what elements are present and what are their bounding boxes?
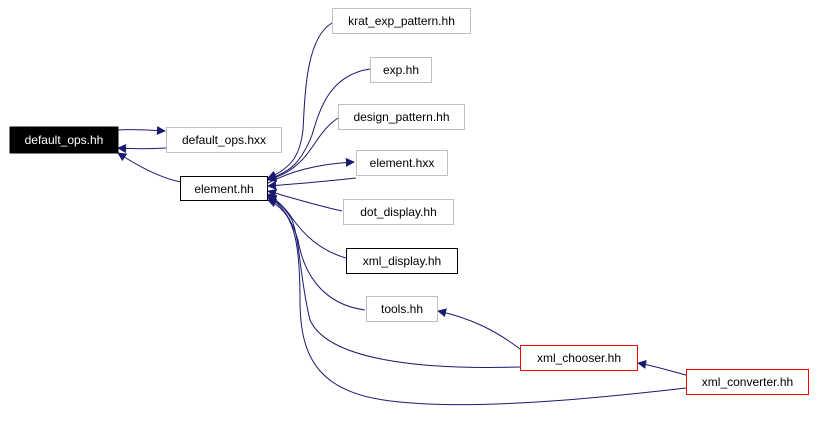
node-label: element.hh [194, 182, 253, 196]
edge-xml-chooser-to-tools-hh [437, 308, 521, 350]
node-xml-converter-hh[interactable]: xml_converter.hh [686, 369, 809, 395]
node-box [520, 345, 638, 371]
node-krat-exp-pattern-hh[interactable]: krat_exp_pattern.hh [332, 8, 471, 34]
node-label: dot_display.hh [360, 205, 437, 219]
node-label: xml_converter.hh [702, 375, 793, 389]
edge-xml-converter-to-element-hh [267, 198, 687, 406]
node-box [9, 126, 119, 154]
node-box [166, 127, 282, 153]
node-label: design_pattern.hh [353, 110, 449, 124]
node-label: xml_display.hh [363, 254, 441, 268]
node-box [338, 104, 465, 130]
edges [117, 22, 687, 406]
edge-element-hh-to-default-ops-hh [117, 152, 182, 183]
edge-xml-converter-to-xml-chooser-hh [637, 359, 687, 376]
node-element-hh[interactable]: element.hh [180, 176, 268, 201]
edge-element-hxx-to-element-hh [267, 177, 357, 190]
edge-default-ops-hxx-to-default-ops-hh [117, 143, 167, 153]
edge-default-ops-hh-to-default-ops-hxx [117, 126, 166, 136]
node-label: default_ops.hh [25, 133, 104, 147]
node-box [346, 248, 458, 274]
node-box [686, 369, 809, 395]
node-box [366, 296, 438, 322]
node-exp-hh[interactable]: exp.hh [370, 57, 432, 83]
node-box [332, 8, 471, 34]
edge-tools-to-element-hh [267, 195, 366, 311]
edge-exp-to-element-hh [267, 68, 371, 182]
edge-xml-chooser-to-element-hh [267, 195, 521, 368]
edge-design-pattern-to-element-hh [267, 117, 339, 182]
edge-krat-exp-pattern-to-element-hh [267, 22, 333, 180]
node-label: xml_chooser.hh [537, 351, 621, 365]
node-dot-display-hh[interactable]: dot_display.hh [343, 199, 454, 225]
edge-dot-display-to-element-hh [267, 188, 343, 212]
node-label: default_ops.hxx [182, 133, 266, 147]
node-xml-chooser-hh[interactable]: xml_chooser.hh [520, 345, 638, 371]
node-box [180, 176, 268, 201]
node-box [370, 57, 432, 83]
node-xml-display-hh[interactable]: xml_display.hh [346, 248, 458, 274]
node-label: tools.hh [381, 302, 423, 316]
edge-xml-display-to-element-hh [267, 193, 347, 259]
node-design-pattern-hh[interactable]: design_pattern.hh [338, 104, 465, 130]
node-label: exp.hh [383, 63, 419, 77]
node-default-ops-hxx[interactable]: default_ops.hxx [166, 127, 282, 153]
node-label: krat_exp_pattern.hh [348, 14, 455, 28]
node-box [343, 199, 454, 225]
node-box [356, 150, 448, 176]
node-tools-hh[interactable]: tools.hh [366, 296, 438, 322]
edge-element-hh-to-element-hxx [267, 157, 355, 184]
node-label: element.hxx [370, 156, 435, 170]
node-default-ops-hh[interactable]: default_ops.hh [9, 126, 119, 154]
node-element-hxx[interactable]: element.hxx [356, 150, 448, 176]
